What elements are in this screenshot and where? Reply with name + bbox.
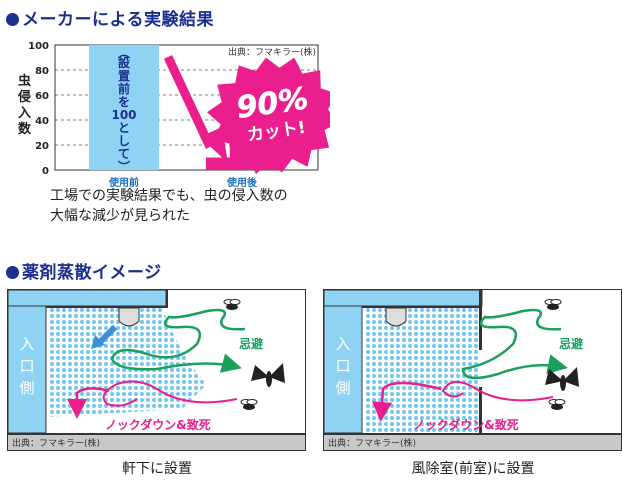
knockdown-label: ノックダウン&致死 — [105, 417, 211, 432]
y-tick-label: 0 — [42, 166, 49, 177]
ground-band — [8, 435, 305, 450]
blue-arrow-icon — [91, 335, 105, 349]
cut-badge: 90% カット! — [206, 57, 330, 175]
avoid-path — [110, 308, 246, 373]
y-axis-label-char: 数 — [18, 121, 32, 137]
illustration-source: 出典：フマキラー(株) — [328, 437, 416, 449]
knockdown-path — [441, 380, 554, 402]
avoid-label: 忌避 — [559, 336, 583, 351]
moth-icon — [545, 367, 579, 391]
bar-annotation-char: 設 — [118, 55, 131, 70]
y-tick-label: 40 — [35, 116, 49, 127]
bar-annotation-char: ︶ — [117, 159, 131, 174]
avoid-label: 忌避 — [239, 336, 263, 351]
building-wall — [7, 289, 167, 307]
fly-icon — [548, 399, 566, 410]
avoid-path — [461, 308, 568, 380]
bar-annotation-char: 100 — [111, 108, 136, 122]
bar — [89, 45, 159, 170]
illustration-eaves: 入口側 忌避 ノックダウン&致死 出典：フマキラー(株) — [7, 289, 306, 451]
entrance-label-char: 口 — [19, 357, 34, 375]
bar-annotation-char: て — [118, 147, 130, 161]
y-tick-label: 60 — [35, 91, 49, 102]
decrease-arrow — [163, 55, 215, 149]
knockdown-label: ノックダウン&致死 — [413, 417, 519, 432]
caption-line-1: 工場での実験結果でも、虫の侵入数の — [50, 188, 288, 204]
y-tick-label: 80 — [35, 66, 49, 77]
entrance-label-char: 口 — [335, 357, 350, 375]
fly-icon — [240, 399, 258, 410]
bullet-dot-icon — [6, 266, 19, 279]
y-axis-label-char: 虫 — [18, 73, 31, 89]
building-wall — [323, 289, 483, 307]
bar-annotation-char: 前 — [118, 81, 130, 96]
chart-source-label: 出典：フマキラー(株) — [228, 46, 316, 58]
moth-icon — [251, 363, 285, 387]
entrance-label-char: 側 — [19, 379, 34, 397]
category-label: 使用前 — [108, 176, 139, 189]
illustration-windbreak: 入口側 忌避 ノックダウン&致死 出典：フマキラー(株) — [323, 289, 622, 451]
bar-annotation-char: を — [118, 95, 130, 109]
illustration-caption-eaves: 軒下に設置 — [122, 461, 192, 477]
caption-line-2: 大幅な減少が見られた — [50, 208, 190, 224]
section-title-vapor: 薬剤蒸散イメージ — [6, 258, 162, 283]
device-icon — [118, 307, 140, 327]
fly-icon — [223, 299, 241, 310]
illustration-source: 出典：フマキラー(株) — [12, 437, 100, 449]
knockdown-path — [102, 380, 238, 407]
y-axis-label-char: 入 — [18, 106, 31, 121]
bar-annotation-char: ︵ — [117, 46, 131, 60]
entrance-label-char: 入 — [335, 335, 350, 353]
section-title-text: メーカーによる実験結果 — [22, 10, 214, 30]
y-axis-label-char: 侵 — [17, 89, 31, 105]
illustration-caption-windbreak: 風除室(前室)に設置 — [411, 461, 535, 477]
device-icon — [385, 307, 407, 327]
chart-caption: 工場での実験結果でも、虫の侵入数の 大幅な減少が見られた — [50, 186, 288, 226]
category-label: 使用後 — [226, 176, 258, 189]
y-tick-label: 20 — [35, 141, 49, 152]
knockdown-arrow — [67, 387, 110, 419]
entrance-label-char: 側 — [335, 379, 350, 397]
bar-annotation-char: し — [118, 134, 130, 148]
ground-band — [324, 435, 621, 450]
y-axis-label: 虫侵入数 — [17, 73, 32, 137]
entrance-label: 入口側 — [19, 335, 34, 397]
section-title-experiment: メーカーによる実験結果 — [6, 5, 214, 30]
bullet-dot-icon — [6, 13, 19, 26]
fly-icon — [544, 299, 562, 310]
bar-annotation-char: 置 — [118, 69, 130, 83]
section-title-text: 薬剤蒸散イメージ — [22, 263, 162, 283]
knockdown-arrow — [372, 381, 442, 422]
entrance-label: 入口側 — [335, 335, 350, 397]
vestibule-wall — [479, 290, 482, 350]
entrance-label-char: 入 — [19, 335, 34, 353]
bar-annotation-char: と — [118, 121, 130, 135]
y-tick-label: 100 — [28, 41, 49, 52]
